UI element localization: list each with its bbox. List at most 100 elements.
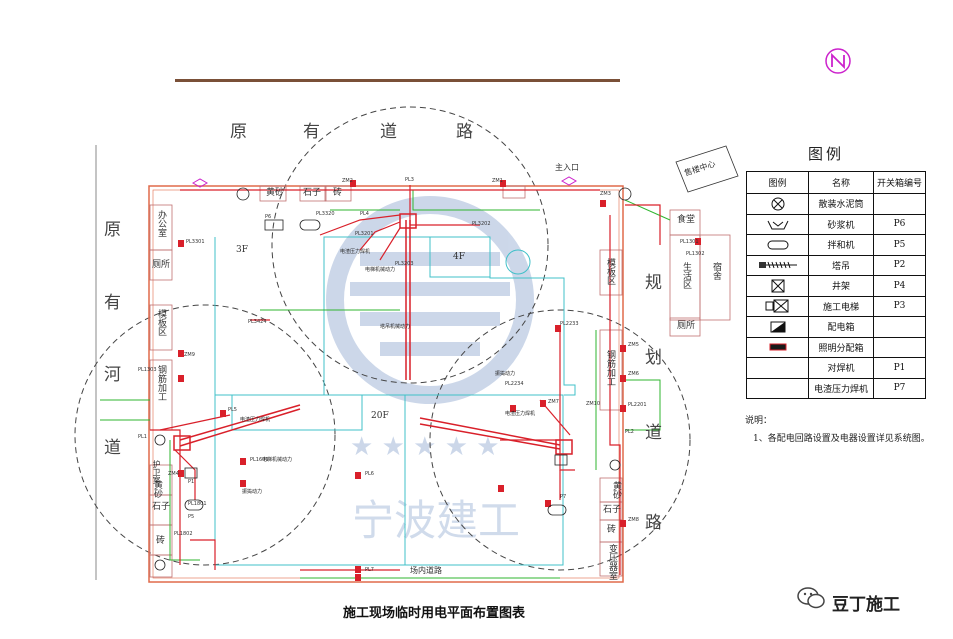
panel-label: PL6 xyxy=(365,471,374,477)
living-area-label: 生活区 xyxy=(681,262,691,289)
legend-code: P3 xyxy=(873,295,926,317)
brick-right-label: 砖 xyxy=(607,525,617,535)
legend-row: 配电箱 xyxy=(746,316,926,338)
panel-label: PL3301 xyxy=(186,239,205,245)
panel-label: PL1802 xyxy=(174,531,193,537)
construction-elevator-symbol-icon xyxy=(746,295,809,317)
legend-row: 对焊机 P1 xyxy=(746,357,926,379)
legend-name: 对焊机 xyxy=(808,357,874,379)
inner-road-label: 场内道路 xyxy=(410,566,442,575)
equipment-note: 电渣压力焊机 xyxy=(240,417,271,423)
panel-label: PL1601 xyxy=(250,457,269,463)
panel-label: ZM2 xyxy=(342,178,353,184)
panel-label: PL3424 xyxy=(248,319,267,325)
equipment-note: 电渣压力焊机 xyxy=(340,249,371,255)
legend-code: P6 xyxy=(873,213,926,235)
equipment-note: 电梯机械动力 xyxy=(262,457,293,463)
legend-code xyxy=(873,316,926,338)
brand-name: 豆丁施工 xyxy=(832,595,900,615)
panel-label: P7 xyxy=(560,494,567,500)
panel-label: PL1301 xyxy=(680,239,699,245)
building-3f-label: 3F xyxy=(236,245,248,255)
panel-label: PL1303 xyxy=(138,367,157,373)
legend-title: 图例 xyxy=(808,145,845,163)
right-road-char-2: 划 xyxy=(645,348,662,368)
panel-label: PL1302 xyxy=(686,251,705,257)
left-road-char-4: 道 xyxy=(104,438,121,458)
panel-label: PL1801 xyxy=(188,501,207,507)
drawing-caption: 施工现场临时用电平面布置图表 xyxy=(343,606,526,621)
legend-row: 砂浆机 P6 xyxy=(746,213,926,235)
legend-name: 施工电梯 xyxy=(808,295,874,317)
crane-radius-circles xyxy=(74,106,691,571)
panel-label: ZM9 xyxy=(184,352,195,358)
panel-label: PL5 xyxy=(228,407,237,413)
panel-label: PL2233 xyxy=(560,321,579,327)
stone-left-label: 石子 xyxy=(152,502,171,512)
legend-code: P5 xyxy=(873,234,926,256)
legend-name: 照明分配箱 xyxy=(808,336,874,358)
top-road-bar xyxy=(175,79,620,82)
yellow-sand-left-label: 黄砂 xyxy=(152,480,162,498)
panel-label: PL3 xyxy=(405,177,414,183)
main-gate-label: 主入口 xyxy=(555,163,579,172)
legend-row: 电渣压力焊机 P7 xyxy=(746,377,926,399)
legend-code xyxy=(873,336,926,358)
legend-code: P7 xyxy=(873,377,926,399)
yellow-sand-right-label: 黄砂 xyxy=(611,481,621,499)
rebar-right-label: 钢筋加工 xyxy=(605,350,615,386)
site-boundary xyxy=(148,185,624,583)
equipment-note: 电渣压力焊机 xyxy=(505,411,536,417)
legend-code xyxy=(873,193,926,215)
lighting-box-symbol-icon xyxy=(746,336,809,358)
legend-name: 配电箱 xyxy=(808,316,874,338)
panel-label: PL2 xyxy=(625,429,634,435)
guard-room-label: 护卫室 xyxy=(152,460,161,484)
legend-header: 图例 xyxy=(746,171,809,194)
legend-header: 名称 xyxy=(808,171,874,194)
right-road-char-1: 规 xyxy=(645,273,662,293)
top-road-char-4: 路 xyxy=(456,122,473,142)
panel-label: P5 xyxy=(188,514,195,520)
legend-code: P1 xyxy=(873,357,926,379)
legend-table: 图例 名称 开关箱编号 散装水泥筒 砂浆机 P6 拌和机 P5 塔吊 P2 井架… xyxy=(746,171,926,399)
building-20f-label: 20F xyxy=(371,411,389,421)
distribution-box-symbol-icon xyxy=(746,316,809,338)
dorm-label: 宿舍 xyxy=(711,262,721,280)
legend-name: 井架 xyxy=(808,275,874,297)
left-road-char-3: 河 xyxy=(104,365,121,385)
panel-label: PL1 xyxy=(138,434,147,440)
panel-label: ZM10 xyxy=(586,401,601,407)
top-road-char-3: 道 xyxy=(380,122,397,142)
stone-right-label: 石子 xyxy=(603,505,622,515)
cement-silo-symbol-icon xyxy=(746,193,809,215)
panel-label: ZM6 xyxy=(628,371,639,377)
panel-label: PL3203 xyxy=(395,261,414,267)
legend-code: P4 xyxy=(873,275,926,297)
legend-row: 散装水泥筒 xyxy=(746,193,926,215)
panel-label: P6 xyxy=(265,214,272,220)
panel-boxes xyxy=(178,180,701,581)
buildings xyxy=(214,236,576,566)
legend-row: 井架 P4 xyxy=(746,275,926,297)
site-rooms xyxy=(149,185,731,578)
mortar-mixer-symbol-icon xyxy=(746,213,809,235)
equipment-note: 振捣动力 xyxy=(242,489,263,495)
tower-crane-symbol-icon xyxy=(746,254,809,276)
equipment-note: 电梯机械动力 xyxy=(365,267,396,273)
panel-label: P1 xyxy=(188,479,195,485)
panel-label: PL3320 xyxy=(316,211,335,217)
legend-header-row: 图例 名称 开关箱编号 xyxy=(746,171,926,194)
panel-label: PL7 xyxy=(365,567,374,573)
legend-header: 开关箱编号 xyxy=(873,171,926,194)
panel-label: PL4 xyxy=(360,211,369,217)
mixer-symbol-icon xyxy=(746,234,809,256)
office-label: 办公室 xyxy=(156,210,166,237)
panel-label: PL3202 xyxy=(472,221,491,227)
legend-row: 拌和机 P5 xyxy=(746,234,926,256)
svg-text:★ ★ ★ ★ ★: ★ ★ ★ ★ ★ xyxy=(350,432,500,462)
notes-item: 1、各配电回路设置及电器设置详见系统图。 xyxy=(753,434,930,444)
formwork-left-label: 模板区 xyxy=(156,309,166,336)
legend-code: P2 xyxy=(873,254,926,276)
